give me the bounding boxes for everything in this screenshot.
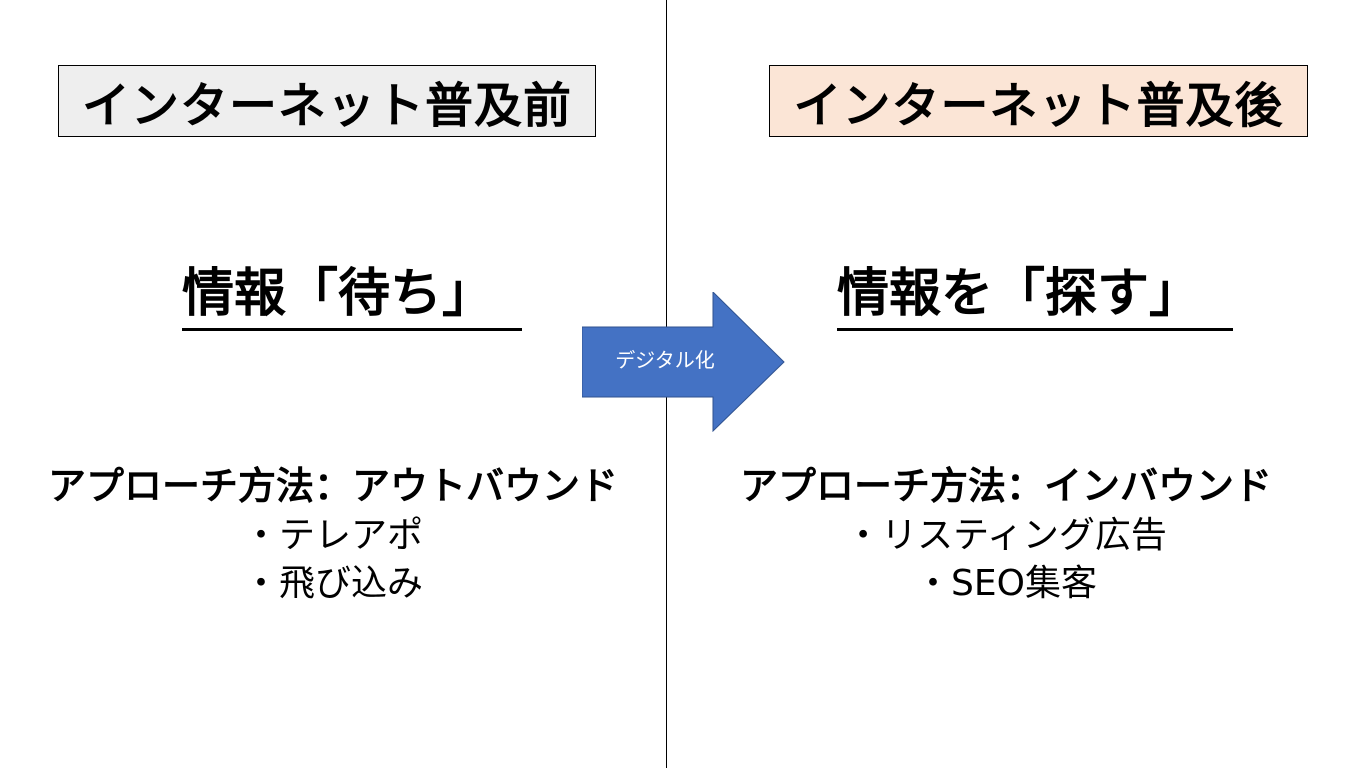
arrow-shape <box>582 292 785 432</box>
before-method-list: ・テレアポ ・飛び込み <box>0 512 666 608</box>
list-item: ・飛び込み <box>242 563 423 604</box>
after-title-box: インターネット普及後 <box>769 65 1308 137</box>
arrow-label: デジタル化 <box>615 348 715 372</box>
after-method-list: ・リスティング広告 ・SEO集客 <box>666 512 1346 608</box>
before-concept: 情報「待ち」 <box>182 262 522 331</box>
digitalization-arrow <box>582 292 785 432</box>
after-approach: アプローチ方法：インバウンド <box>739 464 1272 508</box>
before-title-box: インターネット普及前 <box>58 65 596 137</box>
list-item: ・リスティング広告 <box>845 515 1167 556</box>
after-concept: 情報を「探す」 <box>837 262 1233 331</box>
before-approach: アプローチ方法：アウトバウンド <box>47 464 618 508</box>
before-title: インターネット普及前 <box>81 78 572 134</box>
after-title: インターネット普及後 <box>793 78 1284 134</box>
list-item: ・SEO集客 <box>915 563 1097 604</box>
list-item: ・テレアポ <box>242 515 423 556</box>
